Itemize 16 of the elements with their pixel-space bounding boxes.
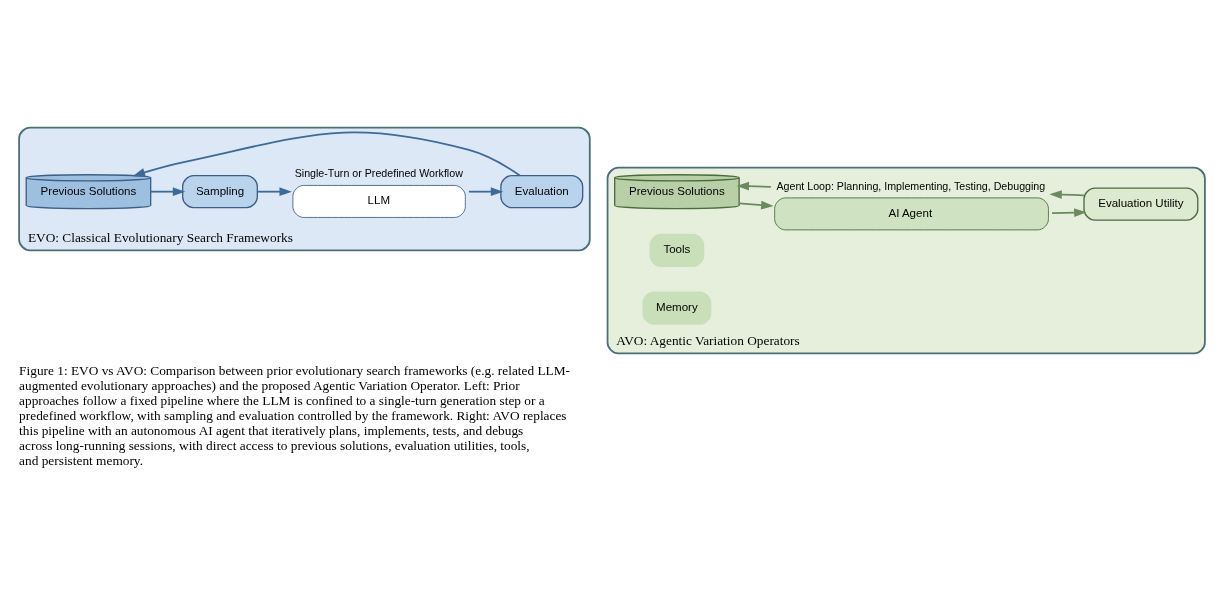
arrow <box>736 181 772 191</box>
node-label: Agent Loop: Planning, Implementing, Testing, Debugging <box>776 179 1046 192</box>
arrow <box>132 131 521 177</box>
node-box: Memory <box>642 291 712 325</box>
arrow <box>1049 190 1085 199</box>
node-label: Single-Turn or Predefined Workflow <box>294 167 463 180</box>
node-box: Sampling <box>182 175 258 209</box>
caption: Figure 1: EVO vs AVO: Comparison between prior evolutionary search frameworks (e.g. related LLM-augmented evolutionary approaches) and the proposed Agentic Variation Operator. Left: Prior approaches follow a fixed pipeline where the LLM is confined to a single-turn generation step or a predefined workflow, with sampling and evaluation controlled by the framework. Right: AVO replaces this pipeline with an autonomous AI agent that iteratively plans, implements, tests, and debugs across long-running sessions, with direct access to previous solutions, evaluation utilities, tools, and persistent memory. <box>19 362 570 469</box>
node-box: Tools <box>649 233 705 267</box>
arrow <box>738 200 774 210</box>
arrow <box>1051 208 1087 218</box>
arrow <box>468 187 504 197</box>
arrow <box>256 187 292 197</box>
arrow <box>149 187 186 197</box>
node-box: Evaluation Utility <box>1083 187 1199 221</box>
node-box: Evaluation <box>500 175 584 209</box>
